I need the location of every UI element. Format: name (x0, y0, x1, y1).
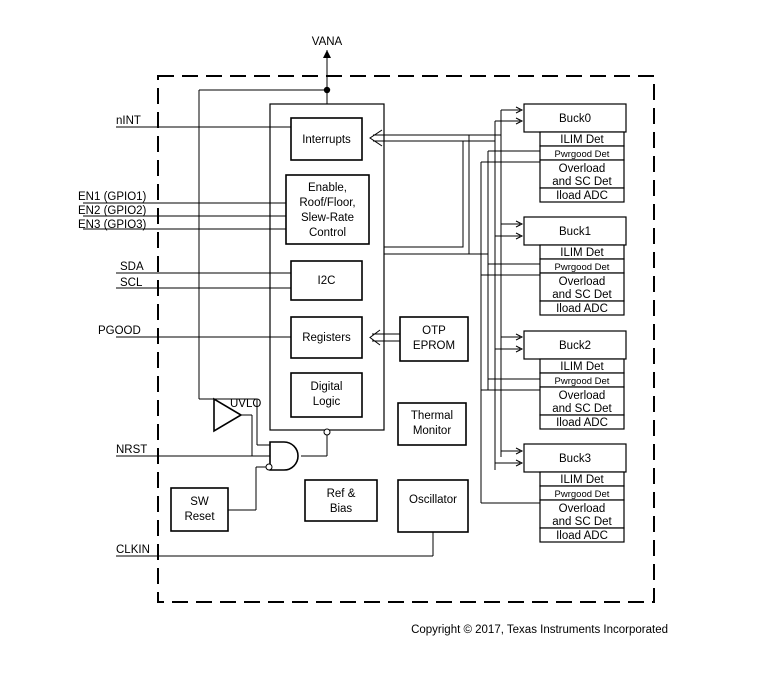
buck0-overload-line2: and SC Det (552, 176, 612, 188)
buck1-overload-line2: and SC Det (552, 289, 612, 301)
buck2-overload-line2: and SC Det (552, 403, 612, 415)
device-boundary (157, 75, 655, 603)
buck1-overload-line1: Overload (559, 276, 606, 288)
vana-label: VANA (312, 36, 343, 48)
otp-line2: EPROM (413, 340, 455, 352)
pin-pgood-label: PGOOD (98, 325, 141, 337)
pin-en3-label: EN3 (GPIO3) (78, 219, 147, 231)
buck2-block: Buck2 ILIM Det Pwrgood Det Overload and … (523, 330, 627, 430)
sw-reset-line1: SW (190, 496, 209, 508)
oscillator-block: Oscillator (397, 479, 469, 533)
buck0-iload: Iload ADC (556, 190, 608, 202)
interrupts-label: Interrupts (302, 134, 351, 146)
buck1-ilim: ILIM Det (560, 247, 604, 259)
buck3-ilim: ILIM Det (560, 474, 604, 486)
pin-nrst-label: NRST (116, 444, 147, 456)
buck0-block: Buck0 ILIM Det Pwrgood Det Overload and … (523, 103, 627, 203)
ref-bias-block: Ref & Bias (304, 479, 378, 522)
pin-scl-label: SCL (120, 277, 143, 289)
sw-reset-block: SW Reset (170, 487, 229, 532)
thermal-line2: Monitor (413, 425, 452, 437)
buck1-iload: Iload ADC (556, 303, 608, 315)
digital-logic-block: Digital Logic (290, 372, 363, 418)
sw-reset-line2: Reset (184, 511, 215, 523)
buck3-name: Buck3 (559, 453, 591, 465)
buck2-iload: Iload ADC (556, 417, 608, 429)
buck2-pwrgood: Pwrgood Det (555, 376, 610, 387)
buck3-overload-line2: and SC Det (552, 516, 612, 528)
core-output-bubble (323, 428, 331, 436)
copyright-notice: Copyright © 2017, Texas Instruments Inco… (411, 624, 668, 636)
buck2-name: Buck2 (559, 340, 591, 352)
enable-label-line2: Roof/Floor, (299, 197, 355, 209)
digital-logic-line2: Logic (313, 396, 341, 408)
uvlo-label: UVLO (230, 398, 261, 410)
buck0-overload-line1: Overload (559, 163, 606, 175)
buck2-overload-line1: Overload (559, 390, 606, 402)
buck3-block: Buck3 ILIM Det Pwrgood Det Overload and … (523, 443, 627, 543)
buck1-pwrgood: Pwrgood Det (555, 262, 610, 273)
buck1-block: Buck1 ILIM Det Pwrgood Det Overload and … (523, 216, 627, 316)
enable-label-line4: Control (309, 227, 346, 239)
pin-nint-label: nINT (116, 115, 141, 127)
i2c-block: I2C (290, 260, 363, 301)
pin-en2-label: EN2 (GPIO2) (78, 205, 147, 217)
wiring (83, 50, 540, 557)
uvlo-comparator: UVLO (213, 397, 261, 433)
buck1-name: Buck1 (559, 226, 591, 238)
digital-logic-line1: Digital (311, 381, 343, 393)
buck3-overload-line1: Overload (559, 503, 606, 515)
ref-bias-line1: Ref & (327, 488, 356, 500)
ref-bias-line2: Bias (330, 503, 353, 515)
buck0-pwrgood: Pwrgood Det (555, 149, 610, 160)
otp-line1: OTP (422, 325, 446, 337)
pin-sda-label: SDA (120, 261, 144, 273)
thermal-monitor-block: Thermal Monitor (397, 402, 467, 446)
buck3-iload: Iload ADC (556, 530, 608, 542)
i2c-label: I2C (318, 275, 336, 287)
enable-label-line1: Enable, (308, 182, 347, 194)
registers-label: Registers (302, 332, 351, 344)
interrupts-block: Interrupts (290, 117, 363, 161)
pin-en1-label: EN1 (GPIO1) (78, 191, 147, 203)
pin-clkin-label: CLKIN (116, 544, 150, 556)
buck0-ilim: ILIM Det (560, 134, 604, 146)
and-gate-icon (265, 441, 299, 471)
buck0-name: Buck0 (559, 113, 591, 125)
registers-block: Registers (290, 316, 363, 359)
otp-eprom-block: OTP EPROM (399, 316, 469, 362)
thermal-line1: Thermal (411, 410, 453, 422)
enable-label-line3: Slew-Rate (301, 212, 354, 224)
buck2-ilim: ILIM Det (560, 361, 604, 373)
buck3-pwrgood: Pwrgood Det (555, 489, 610, 500)
oscillator-label: Oscillator (409, 494, 457, 506)
enable-control-block: Enable, Roof/Floor, Slew-Rate Control (285, 174, 370, 245)
